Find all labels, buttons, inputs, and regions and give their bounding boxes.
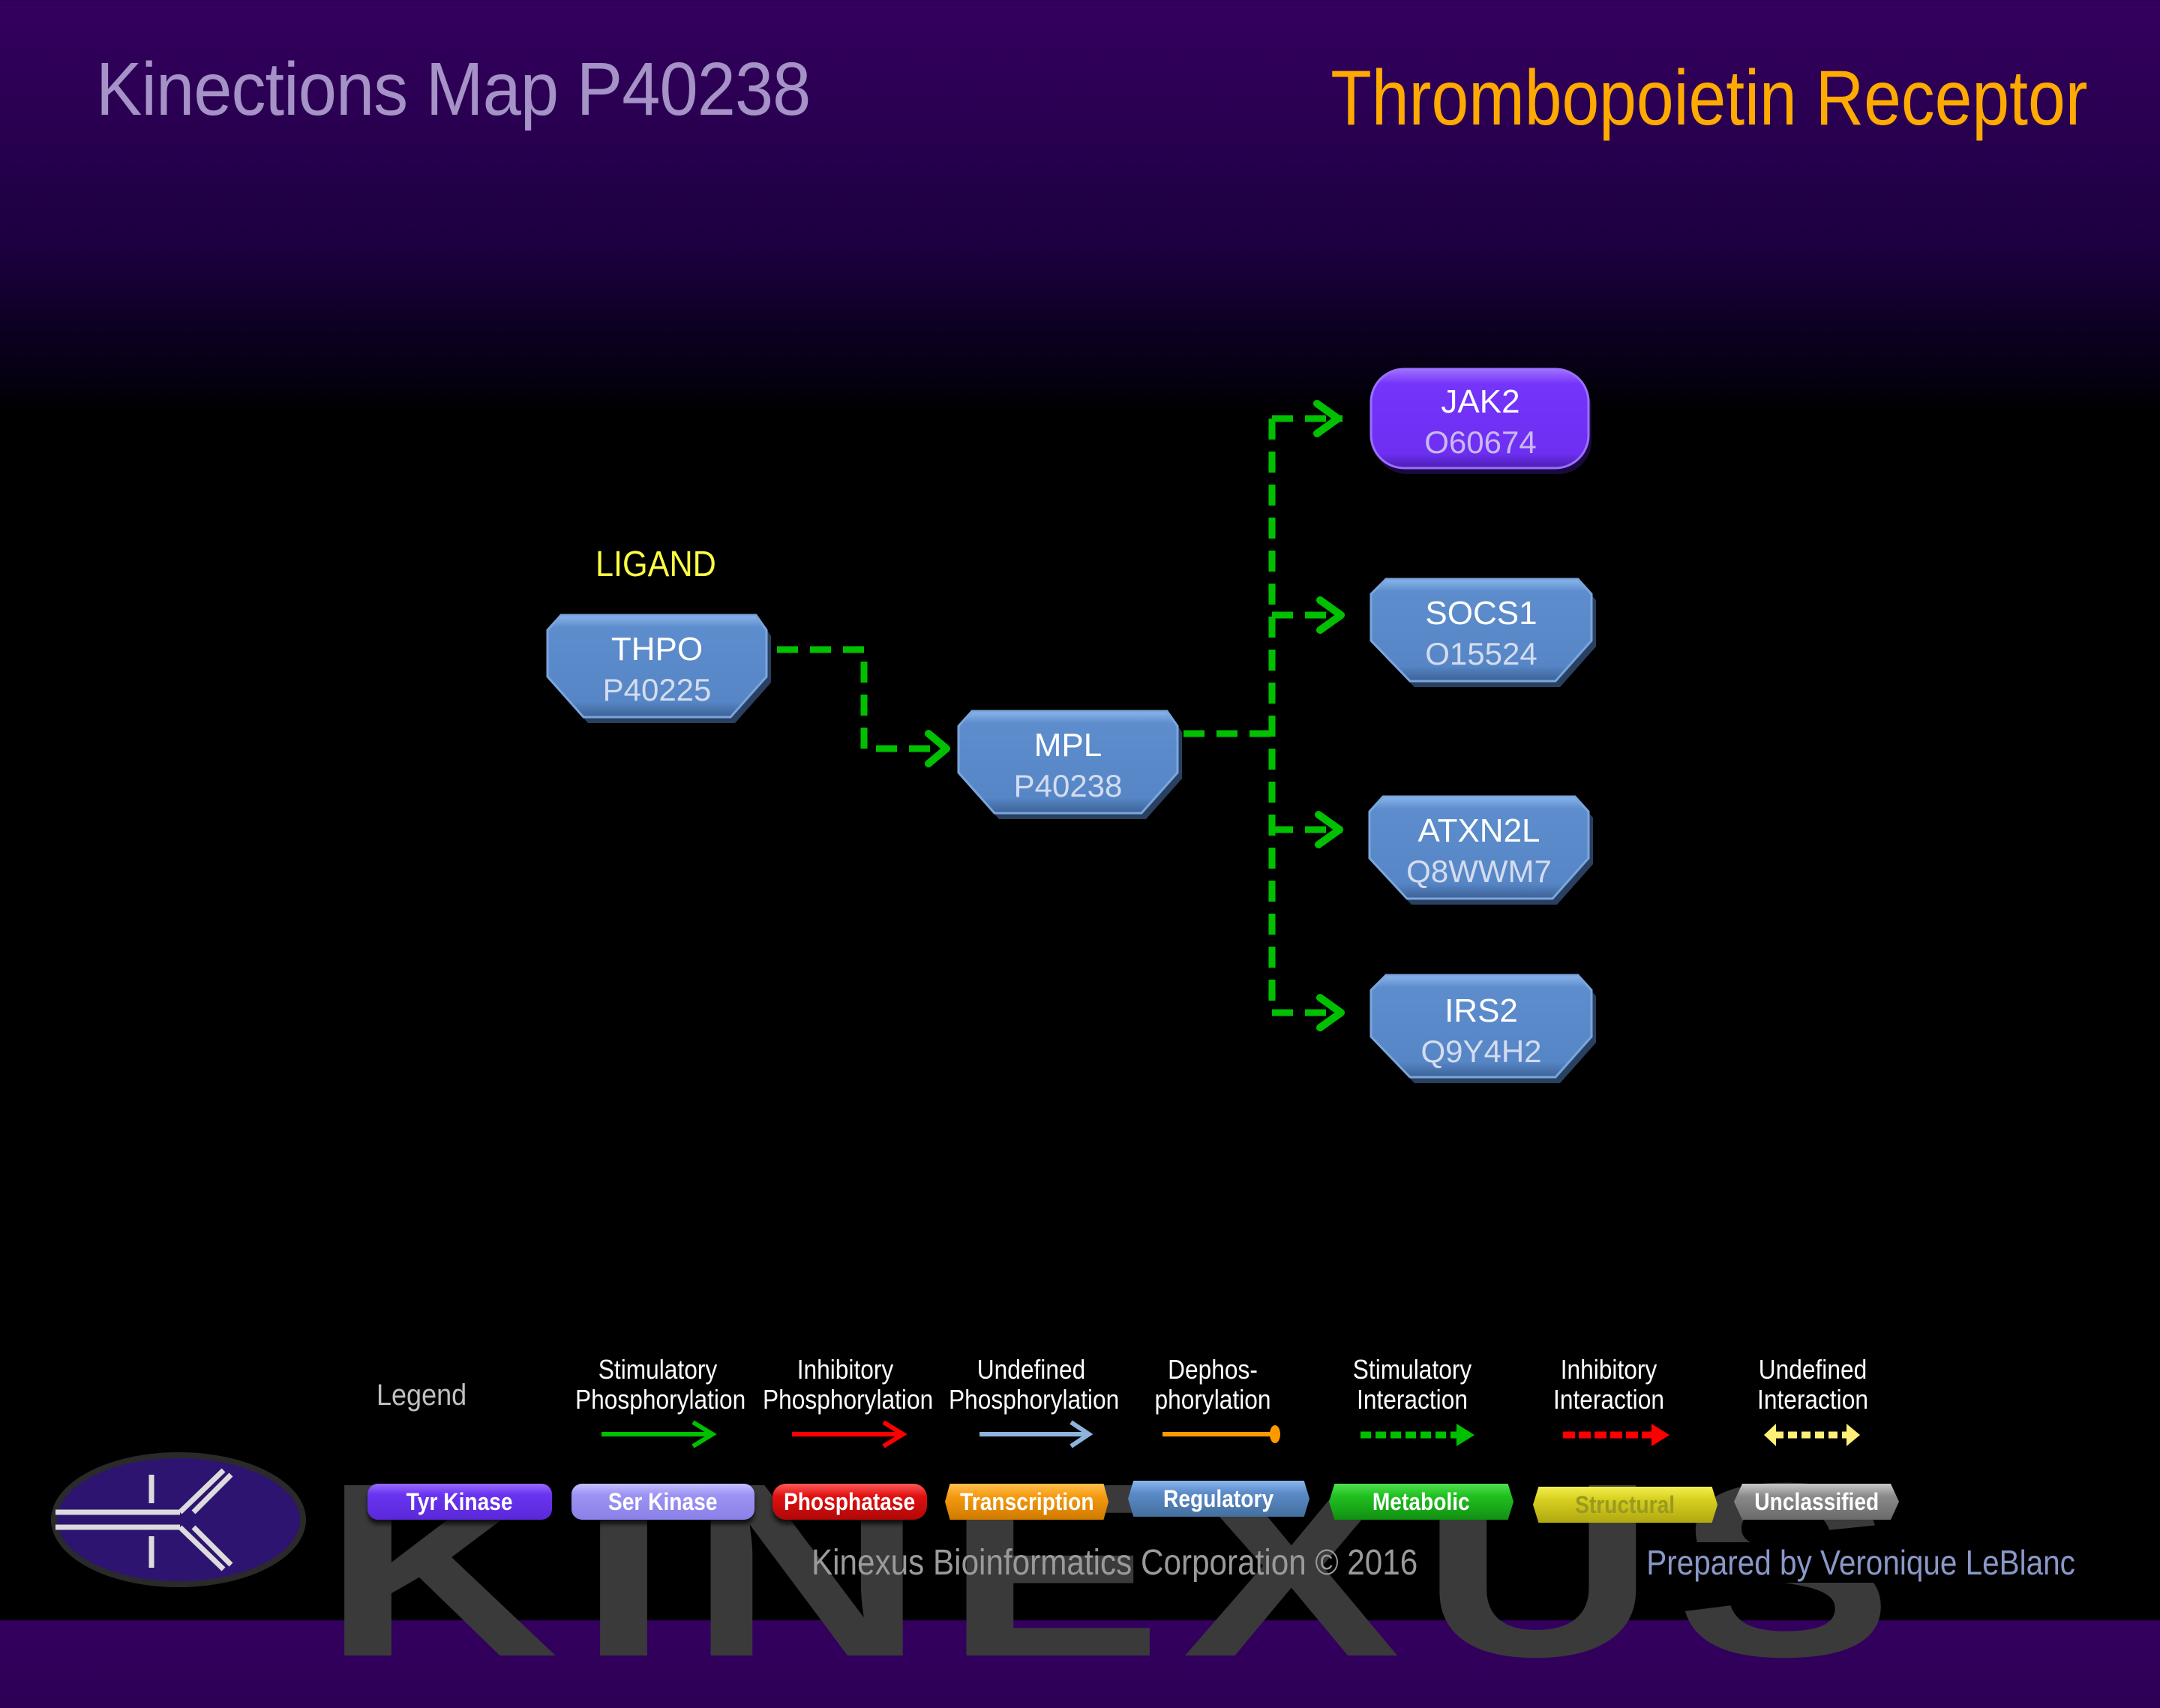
legend-line1: Stimulatory [1352,1354,1472,1385]
legend-line1: Undefined [976,1354,1086,1385]
chip-label: Transcription [959,1487,1094,1515]
legend-chip-metabolic: Metabolic [1329,1484,1514,1520]
node-accession: Q8WWM7 [1406,854,1552,889]
legend-dephosphorylation: Dephos- phorylation [1130,1355,1295,1415]
legend-chip-structural: Structural [1533,1487,1718,1523]
legend-line2: Phosphorylation [575,1384,746,1415]
legend-undefined-interaction: Undefined Interaction [1730,1355,1895,1415]
legend-chip-phosphatase: Phosphatase [772,1484,927,1520]
chip-label: Regulatory [1163,1484,1274,1512]
legend-line1: Dephos- [1168,1354,1258,1385]
legend-line1: Stimulatory [598,1354,718,1385]
legend-line1: Inhibitory [1560,1354,1658,1385]
legend-chip-tyr-kinase: Tyr Kinase [368,1484,552,1520]
node-name: SOCS1 [1425,595,1537,632]
node-name: ATXN2L [1418,812,1540,849]
node-accession: O15524 [1425,636,1537,671]
arrowhead-jak2 [1313,400,1342,437]
node-thpo[interactable]: THPO P40225 [546,614,771,723]
page-title: Kinections Map P40238 [96,47,811,131]
legend-line2: Interaction [1553,1384,1664,1415]
legend-undefined-phosphorylation: Undefined Phosphorylation [949,1354,1120,1415]
node-accession: P40225 [603,672,712,707]
kinection-diagram: THPO P40225 MPL P40238 JAK2 O60674 SOCS1… [51,368,1860,1587]
kinexus-logo [51,1452,306,1587]
node-accession: O60674 [1424,425,1536,460]
legend-line2: Interaction [1357,1384,1468,1415]
legend-inhibitory-interaction: Inhibitory Interaction [1526,1355,1691,1415]
legend-line2: Phosphorylation [949,1384,1120,1415]
legend-stimulatory-interaction: Stimulatory Interaction [1330,1355,1495,1415]
legend-glyph-undefined-interaction [1764,1424,1860,1446]
node-accession: Q9Y4H2 [1420,1034,1541,1069]
legend-glyph-stimulatory-interaction [1360,1424,1474,1446]
node-name: MPL [1034,727,1102,764]
chip-label: Tyr Kinase [406,1487,513,1515]
node-name: IRS2 [1444,992,1518,1029]
legend-glyph-undefined-phosphorylation [980,1420,1094,1448]
node-accession: P40238 [1014,768,1123,803]
footer-copyright: Kinexus Bioinformatics Corporation © 201… [812,1543,1418,1583]
legend-chip-ser-kinase: Ser Kinase [572,1484,754,1520]
legend-line1: Inhibitory [796,1354,894,1385]
legend-chip-unclassified: Unclassified [1734,1484,1899,1520]
legend-title: Legend [376,1379,467,1412]
legend-glyph-inhibitory-interaction [1563,1424,1670,1446]
chip-label: Unclassified [1754,1487,1879,1515]
arrowhead-socs1 [1316,596,1345,634]
legend-inhibitory-phosphorylation: Inhibitory Phosphorylation [763,1354,934,1415]
legend-chip-regulatory: Regulatory [1128,1481,1310,1517]
node-socs1[interactable]: SOCS1 O15524 [1370,578,1596,687]
arrowhead-irs2 [1316,994,1345,1031]
legend-line2: Interaction [1757,1384,1868,1415]
legend-stimulatory-phosphorylation: Stimulatory Phosphorylation [575,1354,746,1415]
arrowhead-mpl [925,730,950,767]
node-name: JAK2 [1441,383,1520,420]
chip-label: Metabolic [1372,1487,1470,1515]
node-jak2[interactable]: JAK2 O60674 [1370,368,1592,474]
node-atxn2l[interactable]: ATXN2L Q8WWM7 [1368,795,1593,905]
chip-label: Phosphatase [784,1487,916,1515]
ligand-label: LIGAND [596,545,716,584]
legend-glyph-stimulatory-phosphorylation [602,1420,717,1448]
legend-line1: Undefined [1758,1354,1868,1385]
chip-label: Structural [1575,1490,1676,1518]
legend-line2: Phosphorylation [763,1384,934,1415]
edge-thpo-mpl [777,646,938,752]
legend-line2: phorylation [1154,1384,1271,1415]
node-mpl[interactable]: MPL P40238 [957,710,1182,819]
legend-glyph-inhibitory-phosphorylation [792,1420,908,1448]
arrowhead-atxn2l [1315,811,1343,848]
footer-author: Prepared by Veronique LeBlanc [1642,1542,2080,1583]
legend-glyph-dephosphorylation [1162,1425,1280,1443]
node-irs2[interactable]: IRS2 Q9Y4H2 [1370,974,1596,1083]
legend-chip-transcription: Transcription [945,1484,1108,1520]
protein-name: Thrombopoietin Receptor [1330,55,2088,142]
chip-label: Ser Kinase [608,1487,718,1515]
node-name: THPO [611,631,703,668]
